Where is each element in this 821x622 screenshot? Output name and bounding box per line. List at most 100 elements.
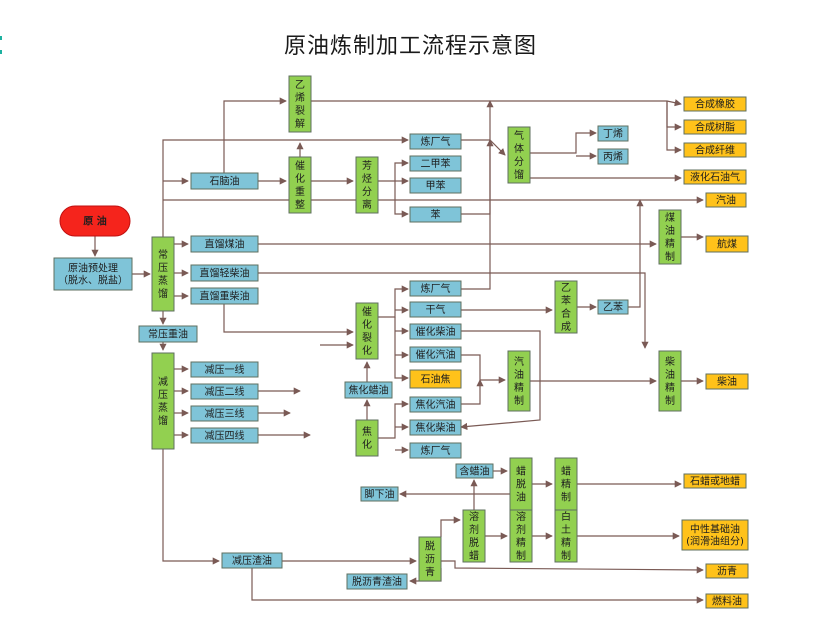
product-box [683,119,747,135]
flow-arrow [378,159,409,182]
node-label: 馏 [514,168,524,181]
node-label: 沥 [425,554,435,566]
node-vac3: 减压三线 [190,405,259,422]
node-label: 减压渣油 [232,554,272,567]
intermediate-box [190,361,259,378]
intermediate-box [190,287,259,305]
node-label: 催化汽油 [416,348,456,361]
diagram-title: 原油炼制加工流程示意图 [283,34,537,59]
node-label: 精 [561,478,571,491]
node-label: 干气 [426,303,446,316]
node-label: 制 [561,491,571,504]
flow-arrow [162,136,409,237]
node-label: 体 [514,143,524,155]
node-fueloil: 燃料油 [705,593,749,609]
intermediate-box [409,323,462,340]
intermediate-box [53,257,133,291]
intermediate-box [597,299,629,315]
node-label: 合成树脂 [695,120,735,133]
node-label: 精 [514,381,524,394]
node-diesel: 柴油 [705,373,749,390]
node-label: 压 [158,389,168,401]
node-label: 减压四线 [205,429,245,442]
flow-arrow [394,181,409,218]
process-box [462,509,486,563]
process-box [509,509,533,563]
node-refgas1: 炼厂气 [409,133,462,150]
node-label: 制 [516,549,526,562]
node-vac4: 减压四线 [190,427,259,444]
node-deasph-resid: 脱沥青渣油 [346,573,408,590]
node-label: 中性基础油 [690,522,740,535]
node-label: 减压一线 [205,363,245,376]
flow-arrow [461,139,506,156]
product-box [409,369,462,389]
node-label: 土 [561,523,571,536]
node-label: 制 [665,394,675,407]
node-label: 馏 [158,287,168,300]
intermediate-box [190,264,259,282]
flow-arrow [258,272,649,349]
node-label: 丙烯 [603,150,623,163]
node-label: 化 [362,438,372,451]
flow-arrow [628,199,644,308]
node-label: 溶 [469,510,479,523]
node-label: 整 [295,198,305,211]
node-lpg: 液化石油气 [683,169,747,185]
node-label: 含蜡油 [460,464,490,477]
product-box [705,563,749,579]
node-label: 油 [514,368,524,381]
node-label: 煤 [665,211,675,224]
node-label: 芳 [362,159,372,172]
intermediate-box [409,133,462,150]
node-label: 离 [362,198,372,211]
node-label: 化 [362,344,372,357]
product-box [683,473,747,489]
node-base-oil: 中性基础油(润滑油组分) [681,519,749,551]
node-label: 甲苯 [426,179,446,192]
node-label: 减 [158,376,168,388]
intermediate-box [409,419,462,436]
node-label: 蒸 [158,275,168,287]
intermediate-box [409,155,462,172]
node-label: 液化石油气 [690,170,740,183]
process-box [507,350,531,412]
node-label: 沥青 [717,564,737,577]
product-box [705,192,747,208]
node-coker-gasoline: 焦化汽油 [409,396,462,413]
node-wax-deoil: 蜡脱油 [509,457,533,511]
node-label: 精 [516,536,526,549]
flow-arrow [530,129,597,154]
intermediate-box [409,301,462,318]
flow-arrow [311,99,682,107]
intermediate-box [409,206,462,223]
node-coking: 焦化 [355,419,379,457]
process-box [151,236,175,312]
node-pretreat: 原油预处理（脱水、脱盐） [53,257,133,291]
node-label: 乙 [561,282,571,294]
node-label: 炼厂气 [421,135,451,148]
node-label: 青 [425,566,435,579]
node-label: 烃 [362,172,372,185]
node-label: 精 [665,381,675,394]
node-label: 催 [295,159,305,172]
node-label: 馏 [158,414,168,427]
flow-arrow [440,516,461,537]
node-label: 焦 [362,425,372,438]
node-label: 解 [295,117,305,130]
node-label: 气 [514,129,524,142]
node-refgas2: 炼厂气 [409,280,462,297]
process-box [507,126,531,184]
node-label: 苯 [561,294,571,307]
